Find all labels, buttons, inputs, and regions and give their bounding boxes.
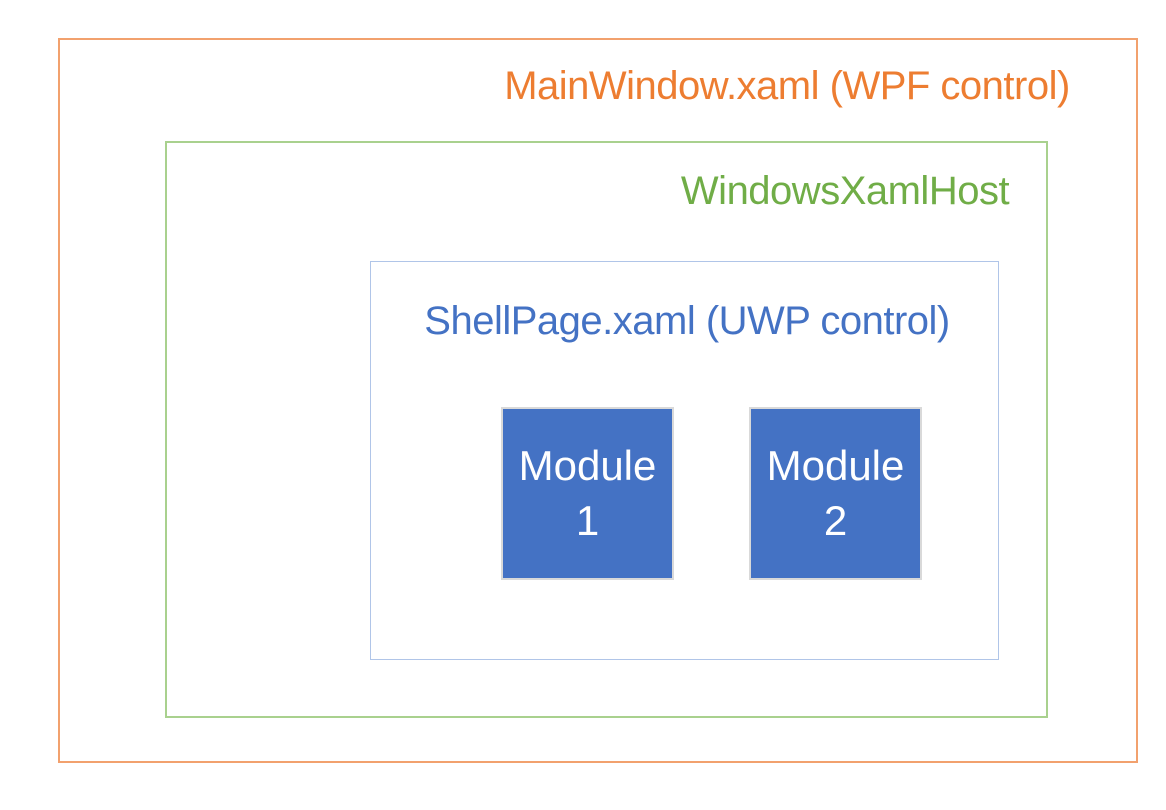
uwp-shellpage-box: [370, 261, 999, 660]
windows-xaml-host-box: [165, 141, 1048, 718]
uwp-shellpage-label: ShellPage.xaml (UWP control): [424, 299, 950, 343]
windows-xaml-host-label: WindowsXamlHost: [680, 169, 1010, 213]
module-1-label-line2: 1: [575, 496, 600, 544]
module-2-box: Module 2: [749, 407, 922, 580]
module-2-label-line2: 2: [823, 496, 848, 544]
wpf-mainwindow-box: [58, 38, 1138, 763]
wpf-mainwindow-label: MainWindow.xaml (WPF control): [504, 64, 1070, 108]
module-1-box: Module 1: [501, 407, 674, 580]
module-2-label-line1: Module: [766, 441, 905, 489]
module-1-label-line1: Module: [518, 441, 657, 489]
